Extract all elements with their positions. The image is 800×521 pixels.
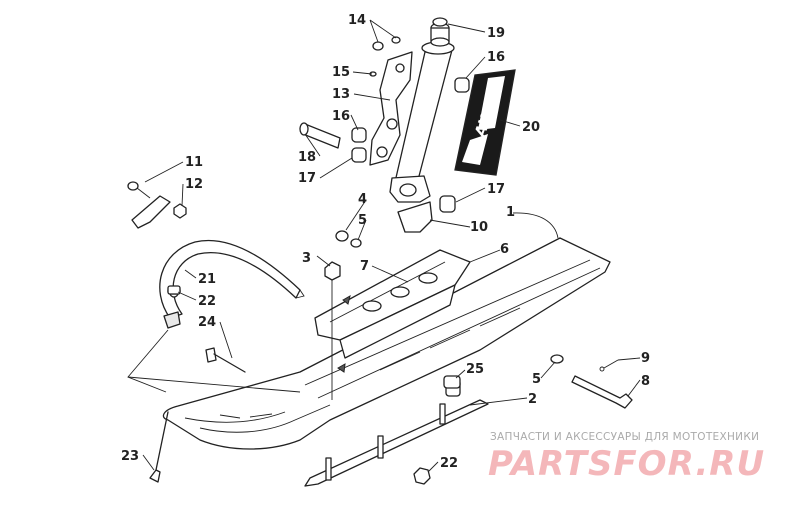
callout-14: 14 bbox=[348, 13, 366, 28]
callout-24: 24 bbox=[198, 315, 216, 330]
callout-17-left: 17 bbox=[298, 171, 316, 186]
watermark-tagline: ЗАПЧАСТИ И АКСЕССУАРЫ ДЛЯ МОТОТЕХНИКИ bbox=[490, 431, 759, 443]
callout-1: 1 bbox=[506, 205, 515, 220]
callout-17-right: 17 bbox=[487, 182, 505, 197]
callout-labels: 1 2 3 4 5 5 6 7 8 9 10 11 12 13 14 15 16… bbox=[121, 13, 650, 471]
stopper-bracket bbox=[397, 201, 433, 233]
ski-loop bbox=[159, 239, 305, 329]
callout-3: 3 bbox=[302, 251, 311, 266]
leader-lines bbox=[142, 19, 641, 473]
callout-9: 9 bbox=[641, 351, 650, 366]
callout-25: 25 bbox=[466, 362, 484, 377]
callout-23: 23 bbox=[121, 449, 139, 464]
callout-12: 12 bbox=[185, 177, 203, 192]
callout-21: 21 bbox=[198, 272, 216, 287]
spindle-decal: AWS bbox=[454, 69, 516, 176]
callout-13: 13 bbox=[332, 87, 350, 102]
callout-5: 5 bbox=[358, 213, 367, 228]
callout-20: 20 bbox=[522, 120, 540, 135]
ski-runner bbox=[304, 379, 489, 487]
callout-11: 11 bbox=[185, 155, 203, 170]
callout-7: 7 bbox=[360, 259, 369, 274]
callout-16-top: 16 bbox=[487, 50, 505, 65]
callout-22-bottom: 22 bbox=[440, 456, 458, 471]
watermark-brand: PARTSFOR.RU bbox=[488, 444, 765, 484]
ski bbox=[162, 237, 611, 450]
ski-saddle bbox=[314, 249, 471, 373]
callout-6: 6 bbox=[500, 242, 509, 257]
callout-19: 19 bbox=[487, 26, 505, 41]
callout-5-right: 5 bbox=[532, 372, 541, 387]
callout-8: 8 bbox=[641, 374, 650, 389]
callout-4: 4 bbox=[358, 192, 367, 207]
callout-22-loop: 22 bbox=[198, 294, 216, 309]
callout-16-mid: 16 bbox=[332, 109, 350, 124]
hardware bbox=[127, 17, 633, 485]
callout-15: 15 bbox=[332, 65, 350, 80]
callout-2: 2 bbox=[528, 392, 537, 407]
spindle bbox=[369, 22, 455, 203]
callout-10: 10 bbox=[470, 220, 488, 235]
callout-18: 18 bbox=[298, 150, 316, 165]
bushings bbox=[299, 77, 470, 213]
